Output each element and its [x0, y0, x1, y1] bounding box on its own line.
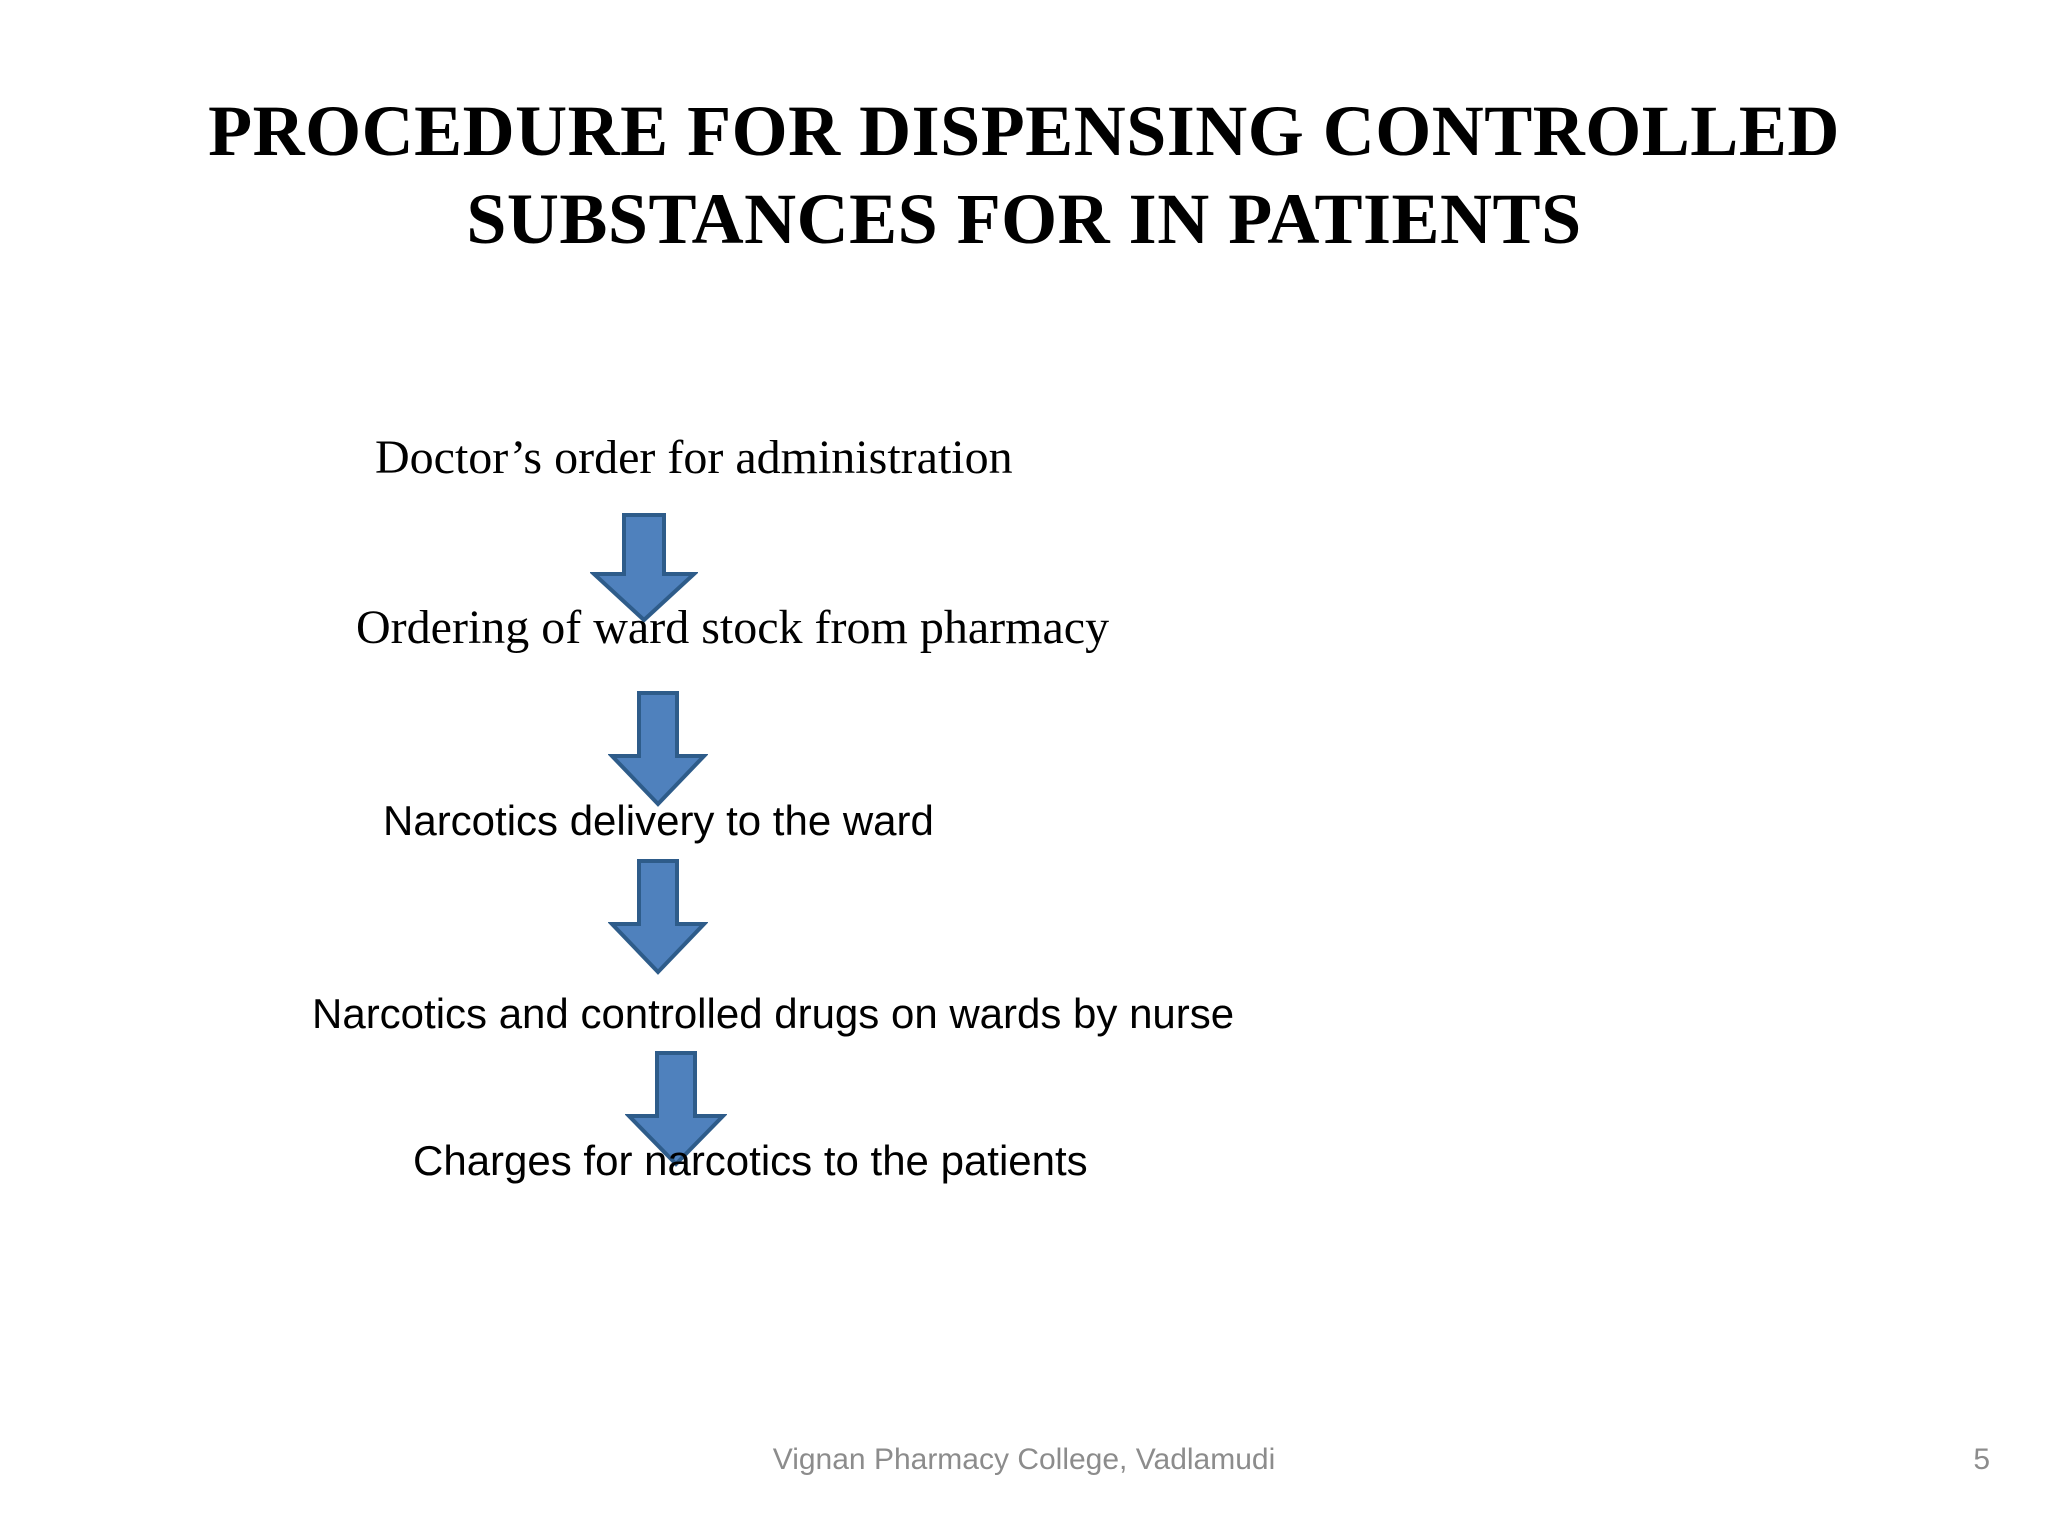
page-title: PROCEDURE FOR DISPENSING CONTROLLED SUBS… — [208, 91, 1840, 260]
footer-text: Vignan Pharmacy College, Vadlamudi — [772, 1443, 1276, 1476]
down-arrow-icon — [608, 691, 708, 807]
down-arrow-icon — [625, 1051, 727, 1167]
down-arrow-icon — [608, 859, 708, 975]
flow-step-5: Charges for narcotics to the patients — [413, 1137, 1088, 1184]
flow-step-1: Doctor’s order for administration — [375, 431, 1013, 484]
flow-step-2: Ordering of ward stock from pharmacy — [356, 601, 1110, 654]
down-arrow-icon — [590, 513, 698, 623]
page-number: 5 — [1973, 1443, 1990, 1476]
flow-step-4: Narcotics and controlled drugs on wards … — [312, 990, 1235, 1037]
flow-step-3: Narcotics delivery to the ward — [383, 797, 934, 844]
